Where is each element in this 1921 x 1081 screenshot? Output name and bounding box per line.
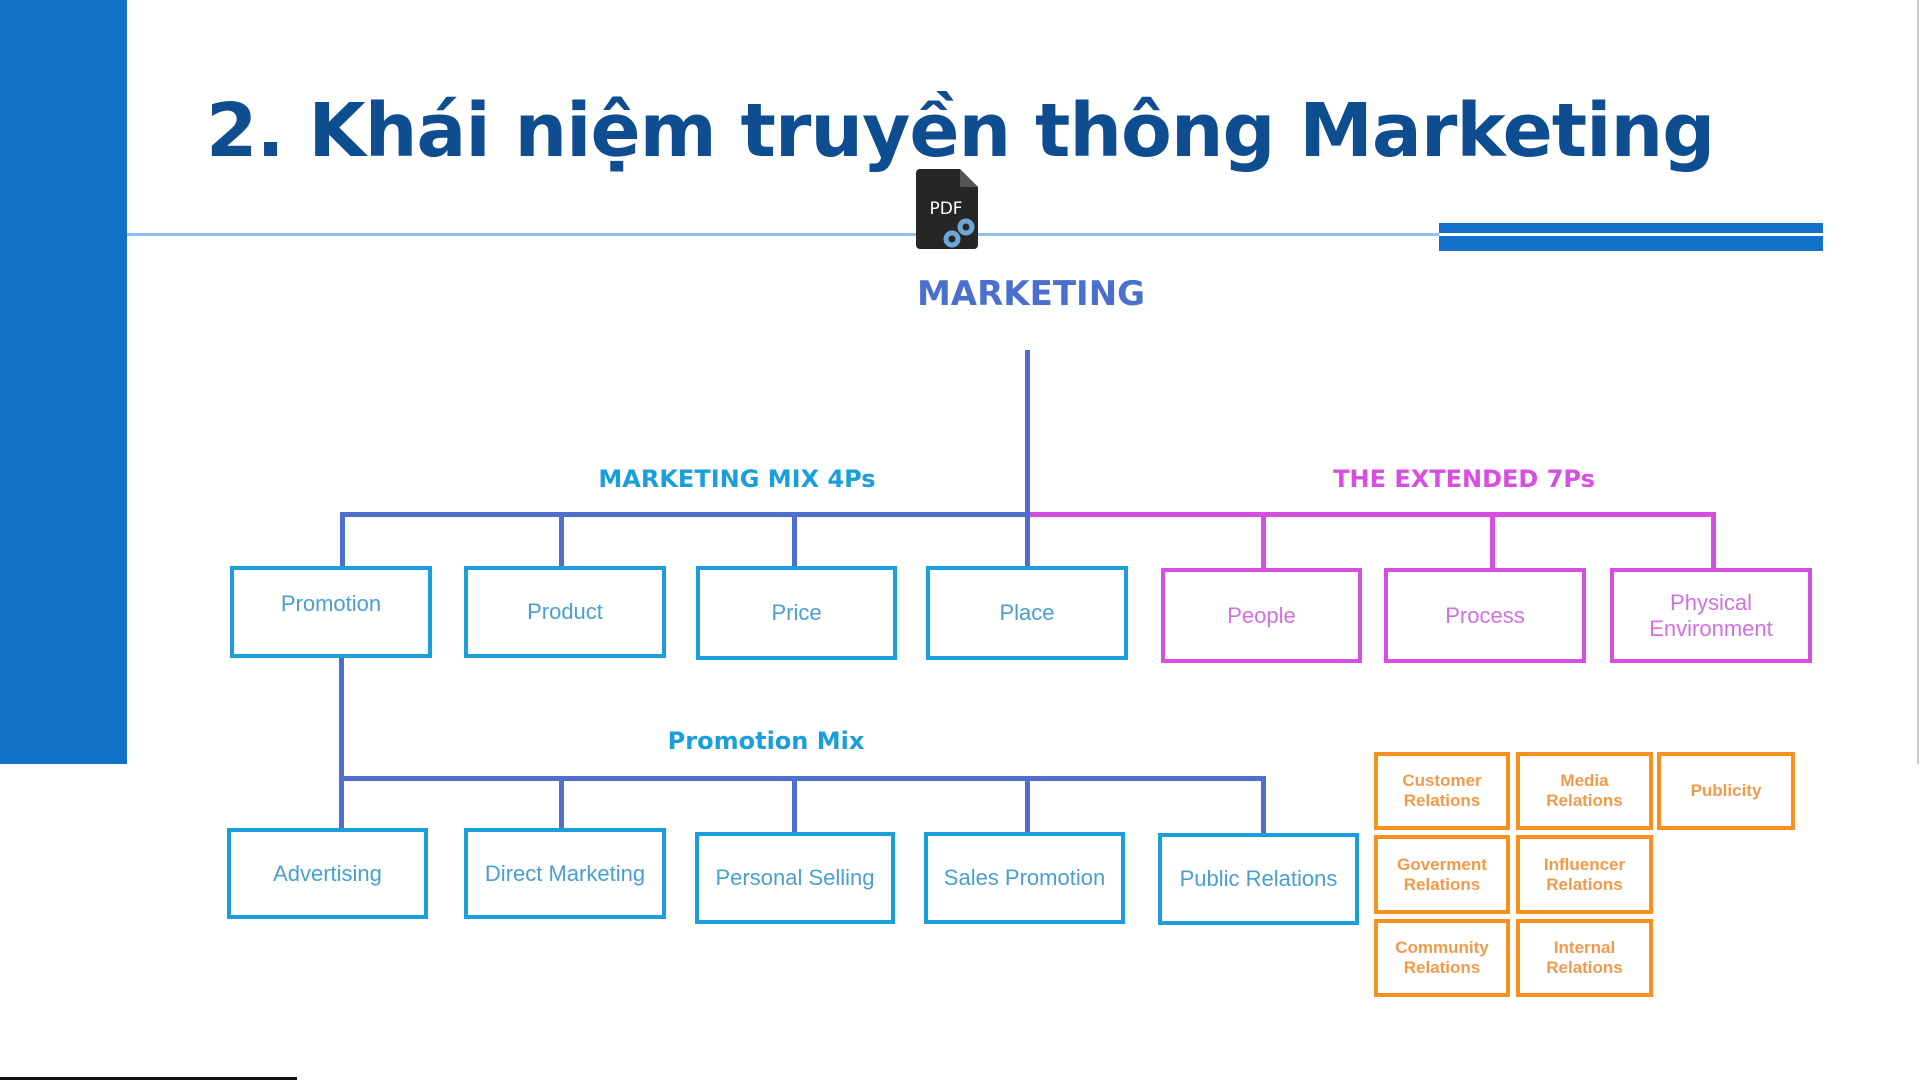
box-community-relations: Community Relations	[1374, 919, 1510, 997]
connector-drop	[792, 776, 797, 832]
slide-edge	[1917, 0, 1919, 764]
box-influencer-relations: Influencer Relations	[1516, 835, 1653, 914]
box-public-relations: Public Relations	[1158, 833, 1359, 925]
extended-7ps-label: THE EXTENDED 7Ps	[1333, 465, 1595, 493]
connector-drop	[1261, 512, 1266, 570]
title-underline	[127, 233, 1439, 236]
box-customer-relations: Customer Relations	[1374, 752, 1510, 830]
slide-title: 2. Khái niệm truyền thông Marketing	[206, 88, 1715, 174]
7ps-connector	[1028, 512, 1716, 517]
box-personal-selling: Personal Selling	[695, 832, 895, 924]
connector-drop	[1490, 512, 1495, 570]
box-product: Product	[464, 566, 666, 658]
title-accent-bar	[1439, 223, 1823, 251]
promotion-mix-label: Promotion Mix	[667, 727, 865, 755]
root-connector	[1025, 350, 1030, 518]
pdf-icon-label: PDF	[929, 199, 962, 219]
box-promotion: Promotion	[230, 566, 432, 658]
connector-drop	[559, 776, 564, 830]
box-process: Process	[1384, 568, 1586, 663]
box-sales-promotion: Sales Promotion	[924, 832, 1125, 924]
box-place: Place	[926, 566, 1128, 660]
connector-drop	[1261, 776, 1266, 834]
box-government-relations: Goverment Relations	[1374, 835, 1510, 914]
pdf-link-icon[interactable]: PDF	[916, 169, 980, 249]
left-accent-bar	[0, 0, 127, 764]
box-people: People	[1161, 568, 1362, 663]
connector-drop	[792, 512, 797, 568]
box-advertising: Advertising	[227, 828, 428, 919]
promotion-connector	[339, 658, 344, 830]
marketing-mix-4ps-label: MARKETING MIX 4Ps	[598, 465, 876, 493]
promotion-mix-connector	[339, 776, 1266, 781]
connector-drop	[340, 512, 345, 568]
box-direct-marketing: Direct Marketing	[464, 828, 666, 919]
box-price: Price	[696, 566, 897, 660]
box-physical-environment: Physical Environment	[1610, 568, 1812, 663]
connector-drop	[1025, 512, 1030, 568]
box-publicity: Publicity	[1657, 752, 1795, 830]
4ps-connector	[340, 512, 1030, 517]
bottom-rule	[0, 1077, 297, 1080]
connector-drop	[1025, 776, 1030, 832]
connector-drop	[1711, 512, 1716, 570]
box-media-relations: Media Relations	[1516, 752, 1653, 830]
connector-drop	[559, 512, 564, 568]
box-internal-relations: Internal Relations	[1516, 919, 1653, 997]
marketing-root-label: MARKETING	[916, 274, 1146, 314]
